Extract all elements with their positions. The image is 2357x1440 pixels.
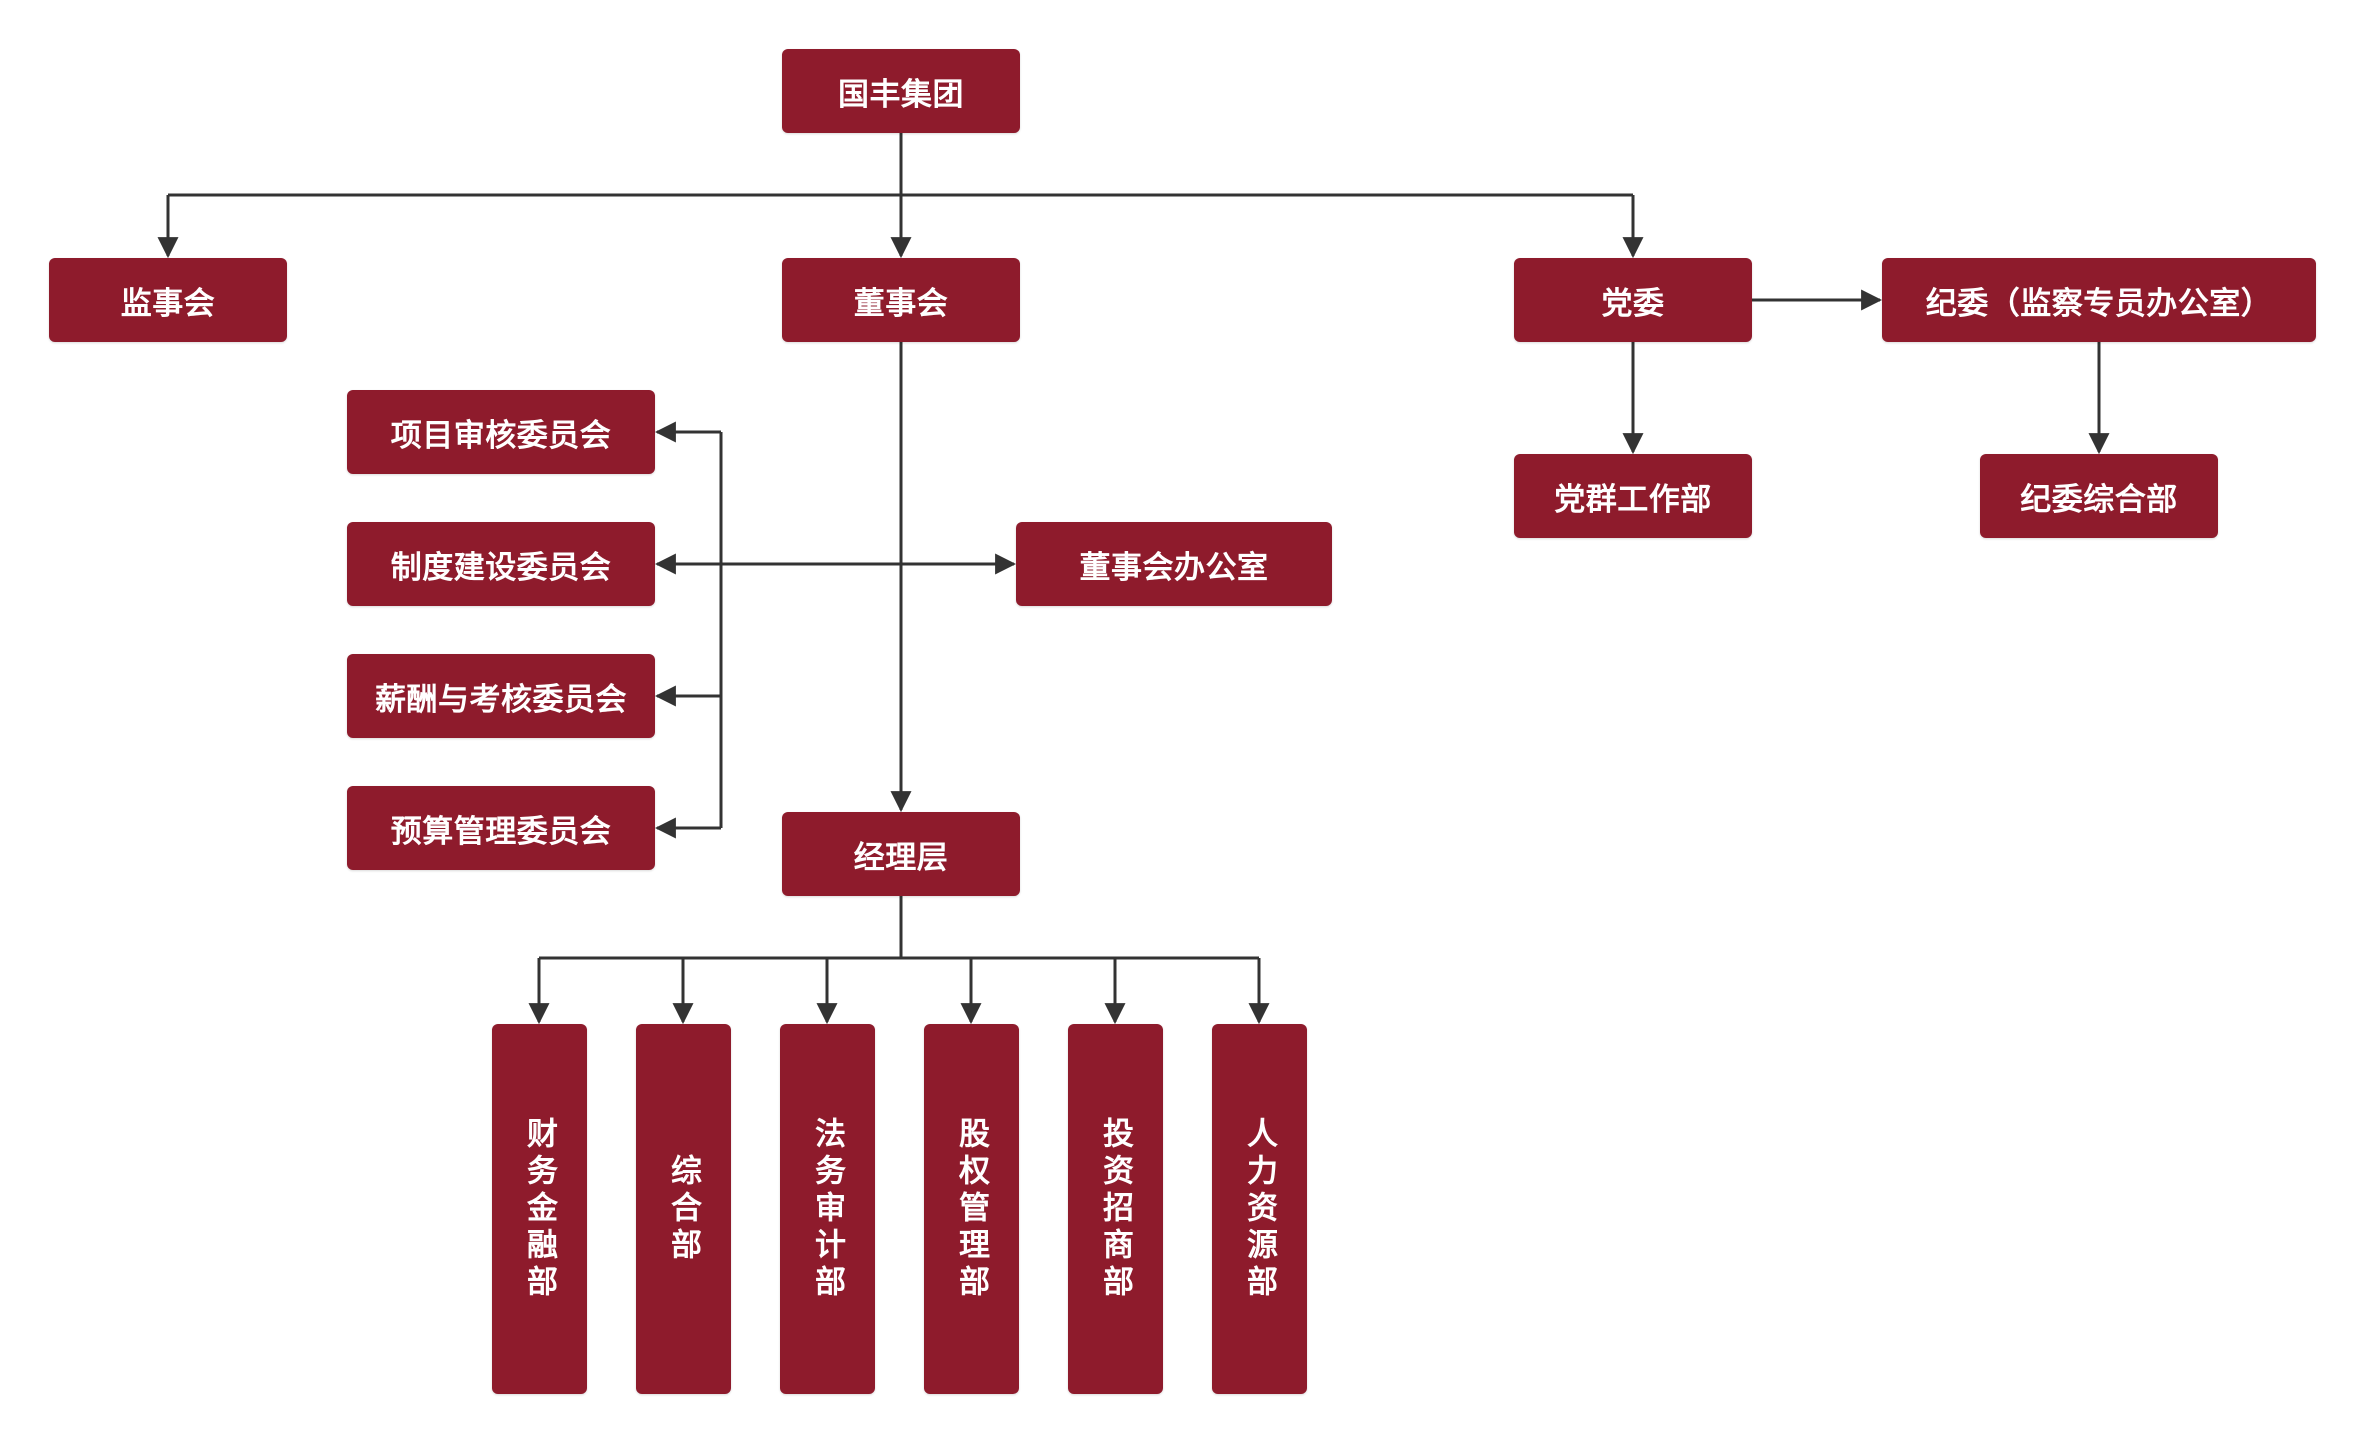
node-committee-system-building: 制度建设委员会: [347, 522, 655, 606]
node-board-office: 董事会办公室: [1016, 522, 1332, 606]
node-discipline-general-dept: 纪委综合部: [1980, 454, 2218, 538]
node-committee-compensation: 薪酬与考核委员会: [347, 654, 655, 738]
node-dept-finance: 财务金融部: [492, 1024, 587, 1394]
node-dept-legal-audit: 法务审计部: [780, 1024, 875, 1394]
node-discipline-committee: 纪委（监察专员办公室）: [1882, 258, 2316, 342]
node-group: 国丰集团: [782, 49, 1020, 133]
node-party-work-dept: 党群工作部: [1514, 454, 1752, 538]
node-board-of-directors: 董事会: [782, 258, 1020, 342]
node-dept-equity: 股权管理部: [924, 1024, 1019, 1394]
node-dept-general: 综合部: [636, 1024, 731, 1394]
node-committee-budget: 预算管理委员会: [347, 786, 655, 870]
node-management: 经理层: [782, 812, 1020, 896]
node-supervisory-board: 监事会: [49, 258, 287, 342]
node-committee-project-review: 项目审核委员会: [347, 390, 655, 474]
node-dept-hr: 人力资源部: [1212, 1024, 1307, 1394]
node-dept-investment: 投资招商部: [1068, 1024, 1163, 1394]
node-party-committee: 党委: [1514, 258, 1752, 342]
